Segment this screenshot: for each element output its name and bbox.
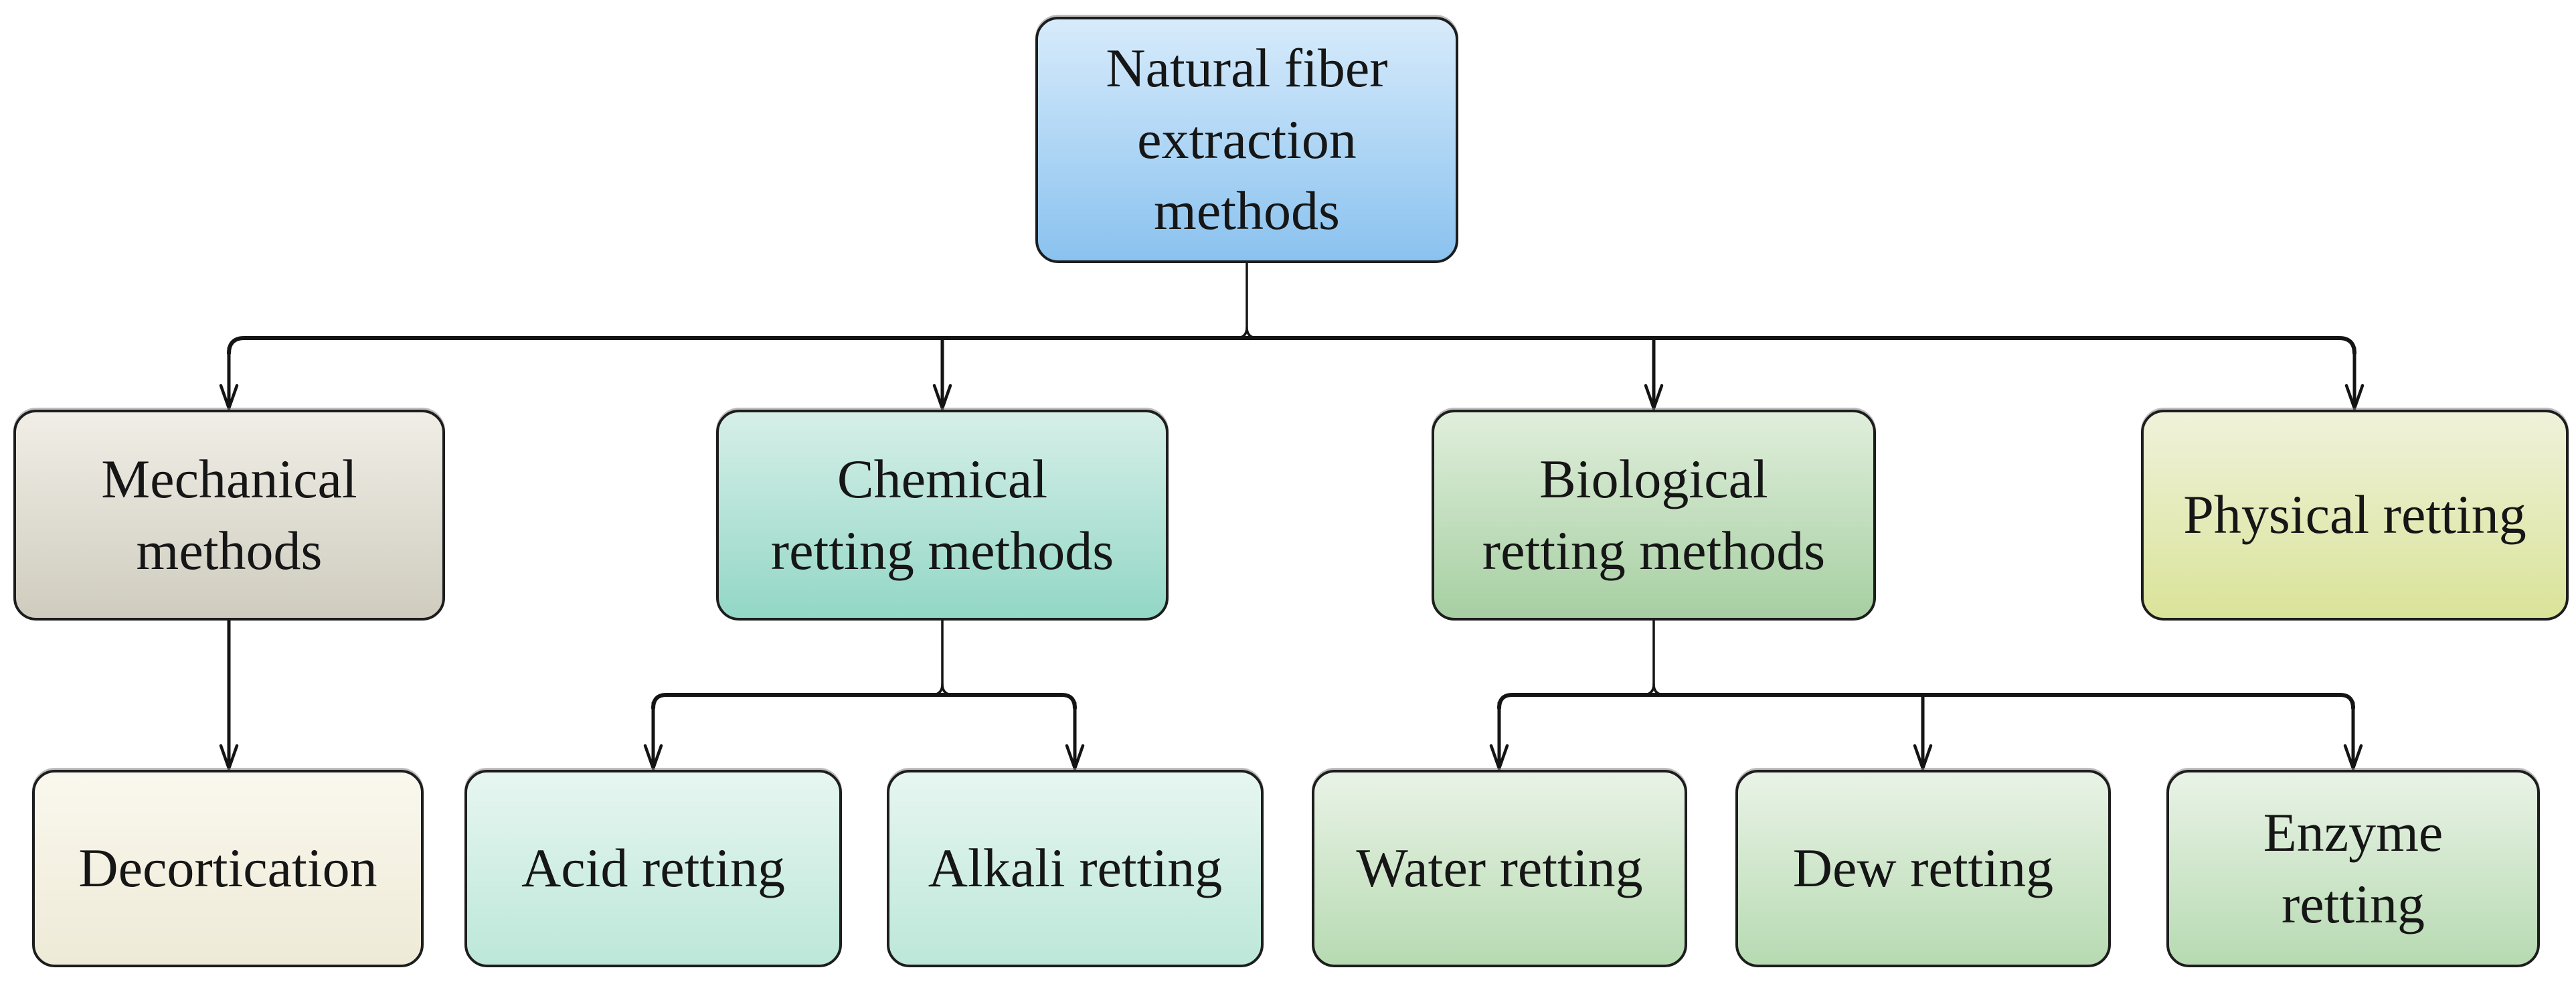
node-decortication: Decortication [32, 770, 424, 967]
arrowhead-icon [219, 384, 239, 413]
arrowhead-icon [2343, 744, 2363, 773]
arrowhead-icon [219, 744, 239, 773]
node-water-retting: Water retting [1312, 770, 1687, 967]
node-alkali-retting: Alkali retting [887, 770, 1264, 967]
node-mechanical-methods: Mechanical methods [13, 410, 445, 621]
node-label: Alkali retting [928, 837, 1223, 899]
node-acid-retting: Acid retting [464, 770, 842, 967]
node-label: Physical retting [2183, 484, 2526, 546]
connector-drops [227, 337, 2356, 406]
node-natural-fiber-extraction-methods: Natural fiber extraction methods [1035, 17, 1458, 263]
node-label: Enzyme retting [2263, 801, 2443, 934]
node-chemical-retting-methods: Chemical retting methods [716, 410, 1169, 621]
node-label: Decortication [78, 837, 377, 899]
node-label: Biological retting methods [1482, 448, 1826, 581]
node-label: Mechanical methods [101, 448, 357, 581]
connector-drops [651, 701, 1077, 765]
edge-mechanical-to-decortication [219, 619, 239, 773]
arrowhead-icon [1065, 744, 1085, 773]
connector-rail [651, 693, 1077, 710]
node-label: Dew retting [1792, 837, 2054, 899]
node-dew-retting: Dew retting [1735, 770, 2111, 967]
arrowhead-icon [1644, 384, 1664, 413]
connector-drops [1497, 694, 2355, 765]
arrowhead-icon [2344, 384, 2365, 413]
node-label: Chemical retting methods [770, 448, 1114, 581]
node-biological-retting-methods: Biological retting methods [1432, 410, 1876, 621]
arrowhead-icon [643, 744, 663, 773]
node-enzyme-retting: Enzyme retting [2166, 770, 2540, 967]
edge-biological-to-children [1489, 619, 2363, 773]
arrowhead-icon [1489, 744, 1509, 773]
edge-root-to-categories [219, 262, 2365, 413]
node-label: Water retting [1356, 837, 1643, 899]
node-label: Natural fiber extraction methods [1106, 37, 1388, 242]
node-physical-retting: Physical retting [2141, 410, 2569, 621]
arrowhead-icon [932, 384, 952, 413]
node-label: Acid retting [521, 837, 785, 899]
edge-chemical-to-children [643, 619, 1085, 773]
connector-rail [227, 336, 2356, 355]
connector-rail [1497, 693, 2355, 710]
arrowhead-icon [1913, 744, 1933, 773]
